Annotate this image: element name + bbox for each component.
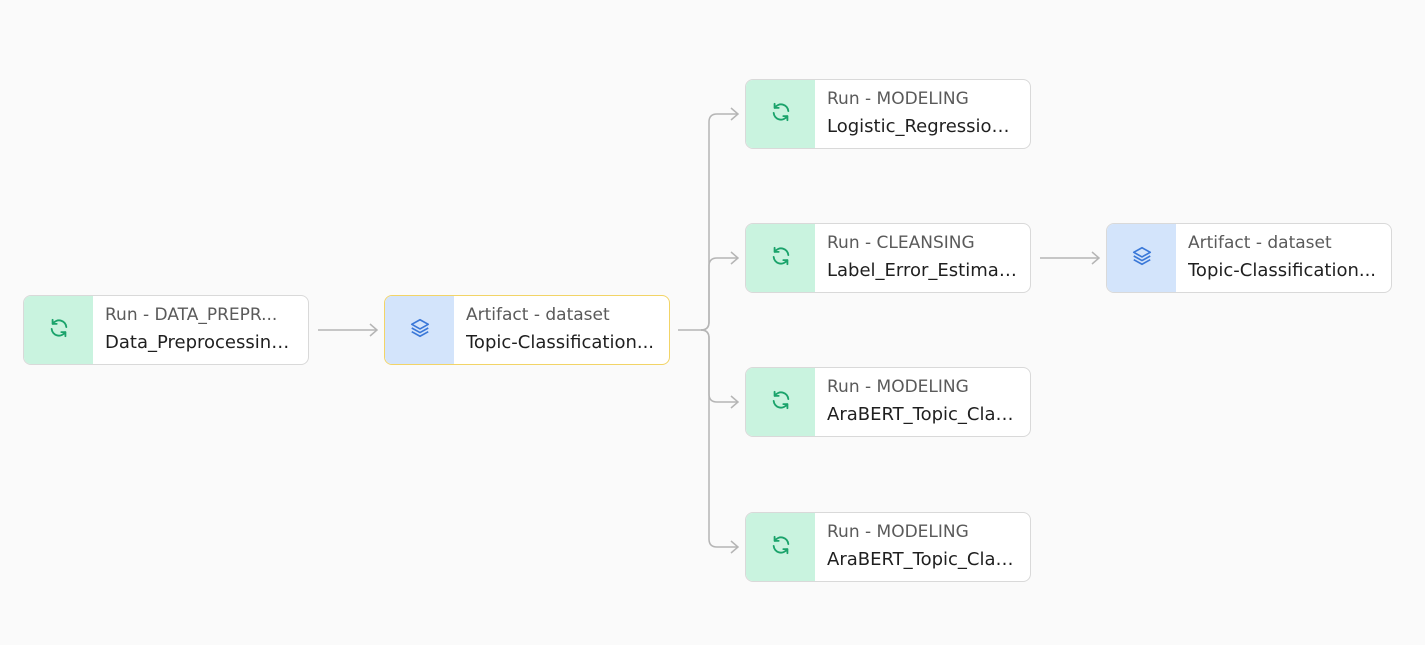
node-icon-container <box>24 296 93 364</box>
node-icon-container <box>746 224 815 292</box>
node-run-arabert-2[interactable]: Run - MODELING AraBERT_Topic_Clas... <box>745 512 1031 582</box>
node-artifact-dataset-output[interactable]: Artifact - dataset Topic-Classification.… <box>1106 223 1392 293</box>
layers-icon <box>1131 245 1153 271</box>
refresh-icon <box>770 534 792 560</box>
refresh-icon <box>770 245 792 271</box>
node-icon-container <box>746 368 815 436</box>
refresh-icon <box>770 389 792 415</box>
node-icon-container <box>746 80 815 148</box>
node-name-label: Data_Preprocessing... <box>105 332 296 353</box>
edge-arrowhead <box>369 323 379 337</box>
edge-arrowhead <box>730 251 740 265</box>
edge-arrowhead <box>730 107 740 121</box>
edge-arrowhead <box>1091 251 1101 265</box>
refresh-icon <box>770 101 792 127</box>
node-type-label: Run - MODELING <box>827 89 969 109</box>
edge-arrowhead <box>730 540 740 554</box>
node-name-label: Topic-Classification... <box>466 332 655 353</box>
node-type-label: Run - MODELING <box>827 377 969 397</box>
node-type-label: Artifact - dataset <box>466 305 610 325</box>
edge-n2-n3 <box>678 113 737 331</box>
edge-n2-n5 <box>700 329 737 403</box>
edge-n2-n6 <box>700 329 737 548</box>
node-type-label: Run - MODELING <box>827 522 969 542</box>
node-name-label: AraBERT_Topic_Clas... <box>827 404 1018 425</box>
node-name-label: Topic-Classification... <box>1188 260 1377 281</box>
node-run-label-error-estimation[interactable]: Run - CLEANSING Label_Error_Estimat... <box>745 223 1031 293</box>
node-type-label: Run - CLEANSING <box>827 233 975 253</box>
node-run-arabert-1[interactable]: Run - MODELING AraBERT_Topic_Clas... <box>745 367 1031 437</box>
layers-icon <box>409 317 431 343</box>
node-icon-container <box>385 296 454 364</box>
node-icon-container <box>746 513 815 581</box>
node-artifact-dataset-selected[interactable]: Artifact - dataset Topic-Classification.… <box>384 295 670 365</box>
refresh-icon <box>48 317 70 343</box>
node-icon-container <box>1107 224 1176 292</box>
node-name-label: AraBERT_Topic_Clas... <box>827 549 1018 570</box>
node-name-label: Label_Error_Estimat... <box>827 260 1018 281</box>
node-type-label: Artifact - dataset <box>1188 233 1332 253</box>
node-name-label: Logistic_Regression... <box>827 116 1018 137</box>
node-run-data-preprocessing[interactable]: Run - DATA_PREPR... Data_Preprocessing..… <box>23 295 309 365</box>
edge-n2-n4 <box>700 257 737 331</box>
node-type-label: Run - DATA_PREPR... <box>105 305 278 325</box>
node-run-logistic-regression[interactable]: Run - MODELING Logistic_Regression... <box>745 79 1031 149</box>
edge-arrowhead <box>730 395 740 409</box>
